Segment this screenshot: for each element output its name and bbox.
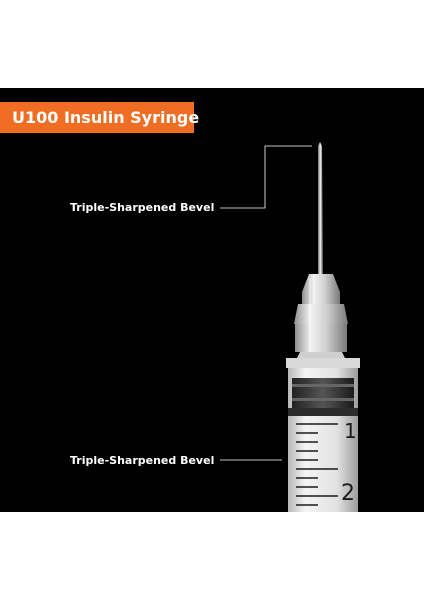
needle <box>318 142 323 274</box>
graduation-scale <box>296 423 338 506</box>
product-title-badge: U100 Insulin Syringe <box>0 102 199 133</box>
product-title: U100 Insulin Syringe <box>12 108 200 127</box>
plunger-stopper <box>292 378 354 410</box>
syringe-illustration: 1 2 <box>220 142 360 512</box>
scale-number-1: 1 <box>344 419 357 443</box>
needle-hub <box>294 274 348 360</box>
callout-label-bottom: Triple-Sharpened Bevel <box>70 454 215 467</box>
callout-leader-top <box>220 145 312 209</box>
barrel: 1 2 <box>286 358 360 512</box>
callout-label-top: Triple-Sharpened Bevel <box>70 201 215 214</box>
product-image-panel: 1 2 U100 Insulin Syringe Triple-Sharpene… <box>0 88 424 512</box>
scale-number-2: 2 <box>341 481 355 506</box>
